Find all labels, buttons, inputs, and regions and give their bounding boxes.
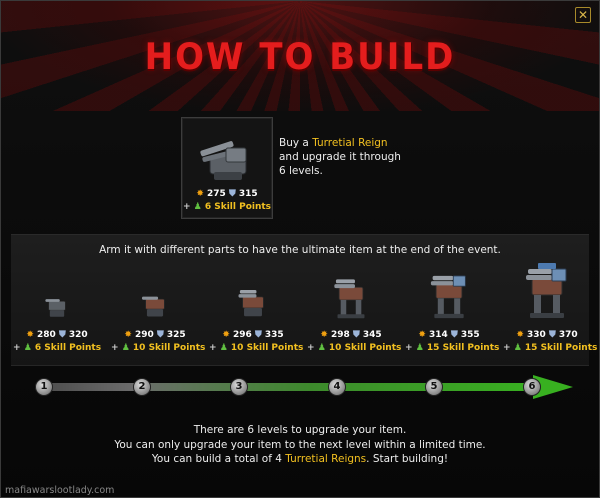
intro-attack-value: 275 (207, 189, 226, 199)
progress-node-2: 2 (133, 378, 151, 396)
skill-points-icon: ♟ (23, 343, 32, 353)
attack-burst-icon: ✸ (418, 330, 426, 340)
plus-sign: + (111, 343, 119, 353)
turret-image (200, 141, 247, 180)
intro-skill-points: 6 Skill Points (204, 202, 272, 212)
level-defense-value: 320 (68, 330, 88, 340)
defense-shield-icon: ⛊ (548, 330, 556, 340)
plus-sign: + (182, 202, 191, 212)
attack-burst-icon: ✸ (124, 330, 132, 340)
intro-text-line3: 6 levels. (279, 165, 323, 177)
level-defense-value: 370 (558, 330, 578, 340)
skill-points-icon: ♟ (513, 343, 522, 353)
level-card: ✸ 296 ⛊ 335 + ♟ 10 Skill Points (209, 259, 303, 359)
level-attack-value: 298 (331, 330, 350, 340)
level-card: ✸ 280 ⛊ 320 + ♟ 6 Skill Points (13, 259, 101, 359)
level-card: ✸ 330 ⛊ 370 + ♟ 15 Skill Points (503, 259, 597, 359)
footer-line-2: You can only upgrade your item to the ne… (114, 438, 486, 451)
level-attack-value: 314 (429, 330, 448, 340)
footer-text: There are 6 levels to upgrade your item.… (1, 423, 599, 467)
defense-shield-icon: ⛊ (228, 189, 236, 199)
turret-level-image (405, 269, 493, 323)
intro-stats: ✸ 275 ⛊ 315 + ♟ 6 Skill Points (182, 188, 272, 214)
level-defense-value: 335 (264, 330, 284, 340)
defense-shield-icon: ⛊ (450, 330, 458, 340)
intro-item-card: ✸ 275 ⛊ 315 + ♟ 6 Skill Points (181, 117, 273, 219)
level-stats: ✸ 330 ⛊ 370 + ♟ 15 Skill Points (503, 329, 597, 355)
level-attack-value: 330 (527, 330, 546, 340)
progress-node-5: 5 (425, 378, 443, 396)
intro-defense-value: 315 (238, 189, 258, 199)
level-stats: ✸ 296 ⛊ 335 + ♟ 10 Skill Points (209, 329, 303, 355)
progress-track (35, 383, 535, 391)
level-skill-points: 10 Skill Points (230, 343, 304, 353)
levels-band-text: Arm it with different parts to have the … (99, 244, 501, 256)
level-attack-value: 280 (37, 330, 56, 340)
footer-item-name: Turretial Reigns (285, 453, 367, 465)
attack-burst-icon: ✸ (26, 330, 34, 340)
intro-text: Buy a Turretial Reign and upgrade it thr… (279, 136, 439, 178)
footer-line-3-prefix: You can build a total of 4 (151, 453, 286, 465)
level-skill-points: 6 Skill Points (34, 343, 102, 353)
intro-text-prefix: Buy a (279, 137, 313, 149)
defense-shield-icon: ⛊ (352, 330, 360, 340)
skill-points-icon: ♟ (193, 202, 202, 212)
level-stats: ✸ 314 ⛊ 355 + ♟ 15 Skill Points (405, 329, 499, 355)
skill-points-icon: ♟ (415, 343, 424, 353)
level-defense-value: 345 (362, 330, 382, 340)
plus-sign: + (307, 343, 315, 353)
level-skill-points: 10 Skill Points (328, 343, 402, 353)
attack-burst-icon: ✸ (196, 189, 204, 199)
level-skill-points: 15 Skill Points (426, 343, 500, 353)
progress-node-3: 3 (230, 378, 248, 396)
progress-node-6: 6 (523, 378, 541, 396)
level-stats: ✸ 298 ⛊ 345 + ♟ 10 Skill Points (307, 329, 401, 355)
level-stats: ✸ 280 ⛊ 320 + ♟ 6 Skill Points (13, 329, 101, 355)
plus-sign: + (13, 343, 21, 353)
intro-item-name: Turretial Reign (312, 137, 388, 149)
defense-shield-icon: ⛊ (254, 330, 262, 340)
turret-level-image (209, 279, 297, 323)
attack-burst-icon: ✸ (516, 330, 524, 340)
level-attack-value: 290 (135, 330, 154, 340)
attack-burst-icon: ✸ (222, 330, 230, 340)
level-defense-value: 355 (460, 330, 480, 340)
turret-level-image (111, 283, 199, 323)
watermark: mafiawarslootlady.com (5, 485, 115, 496)
attack-burst-icon: ✸ (320, 330, 328, 340)
turret-level-image (307, 273, 395, 323)
level-defense-value: 325 (166, 330, 186, 340)
plus-sign: + (503, 343, 511, 353)
level-card: ✸ 290 ⛊ 325 + ♟ 10 Skill Points (111, 259, 205, 359)
level-skill-points: 15 Skill Points (524, 343, 598, 353)
turret-level-image (503, 261, 591, 323)
level-attack-value: 296 (233, 330, 252, 340)
skill-points-icon: ♟ (219, 343, 228, 353)
footer-line-3: You can build a total of 4 Turretial Rei… (1, 452, 599, 467)
level-card: ✸ 314 ⛊ 355 + ♟ 15 Skill Points (405, 259, 499, 359)
levels-band: Arm it with different parts to have the … (11, 234, 589, 366)
close-icon[interactable]: ✕ (575, 7, 591, 23)
footer-line-3-suffix: . Start building! (366, 453, 449, 465)
level-card: ✸ 298 ⛊ 345 + ♟ 10 Skill Points (307, 259, 401, 359)
level-stats: ✸ 290 ⛊ 325 + ♟ 10 Skill Points (111, 329, 205, 355)
progress-node-4: 4 (328, 378, 346, 396)
plus-sign: + (209, 343, 217, 353)
skill-points-icon: ♟ (317, 343, 326, 353)
header-rays-background (1, 1, 599, 111)
defense-shield-icon: ⛊ (156, 330, 164, 340)
plus-sign: + (405, 343, 413, 353)
level-skill-points: 10 Skill Points (132, 343, 206, 353)
footer-line-1: There are 6 levels to upgrade your item. (193, 424, 407, 436)
defense-shield-icon: ⛊ (58, 330, 66, 340)
progress-node-1: 1 (35, 378, 53, 396)
dialog-title: HOW TO BUILD (144, 35, 456, 79)
skill-points-icon: ♟ (121, 343, 130, 353)
intro-text-line2: and upgrade it through (279, 151, 401, 163)
turret-level-image (13, 287, 101, 323)
